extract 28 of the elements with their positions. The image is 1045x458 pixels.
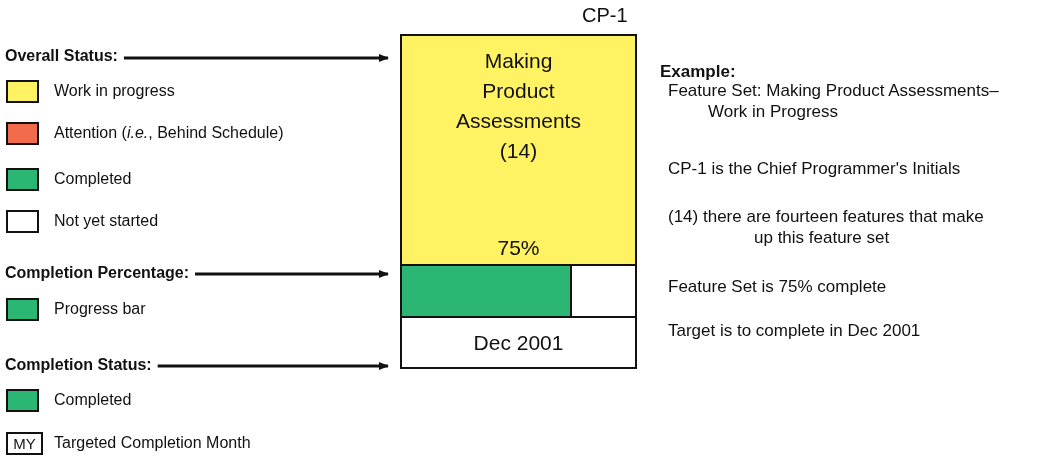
- feature-set-box: [400, 34, 637, 266]
- completion-date-box: [400, 316, 637, 369]
- month-year-sample: MY: [6, 432, 43, 455]
- feature-count: (14): [498, 138, 539, 164]
- arrow: [195, 270, 389, 278]
- legend-label: Targeted Completion Month: [54, 434, 251, 452]
- progress-bar: [400, 264, 637, 318]
- legend-label: Completed: [54, 391, 132, 409]
- legend-label: Progress bar: [54, 300, 146, 318]
- legend-label: Not yet started: [54, 212, 159, 230]
- section-heading: Completion Status:: [5, 356, 152, 374]
- programmer-initials: CP-1: [582, 4, 628, 27]
- example-note: (14) there are fourteen features that make up this feature set: [668, 206, 985, 248]
- example-note: CP-1 is the Chief Programmer's Initials: [668, 158, 962, 179]
- example-note: Target is to complete in Dec 2001: [668, 320, 922, 341]
- example-note: Feature Set is 75% complete: [668, 276, 888, 297]
- feature-set-name: Making Product Assessments: [455, 48, 582, 134]
- example-heading: Example:: [660, 61, 737, 82]
- legend-label: Completed: [54, 170, 132, 188]
- percent-complete: 75%: [496, 235, 541, 261]
- target-date: Dec 2001: [473, 330, 564, 355]
- arrow: [123, 54, 389, 62]
- legend-label: Work in progress: [54, 82, 175, 100]
- section-heading: Overall Status:: [5, 47, 118, 65]
- section-heading: Completion Percentage:: [5, 264, 190, 282]
- arrow: [157, 362, 389, 370]
- example-note: Feature Set: Making Product Assessments– Work in Progress: [668, 80, 1000, 122]
- legend-label: Attention (i.e., Behind Schedule): [54, 124, 284, 142]
